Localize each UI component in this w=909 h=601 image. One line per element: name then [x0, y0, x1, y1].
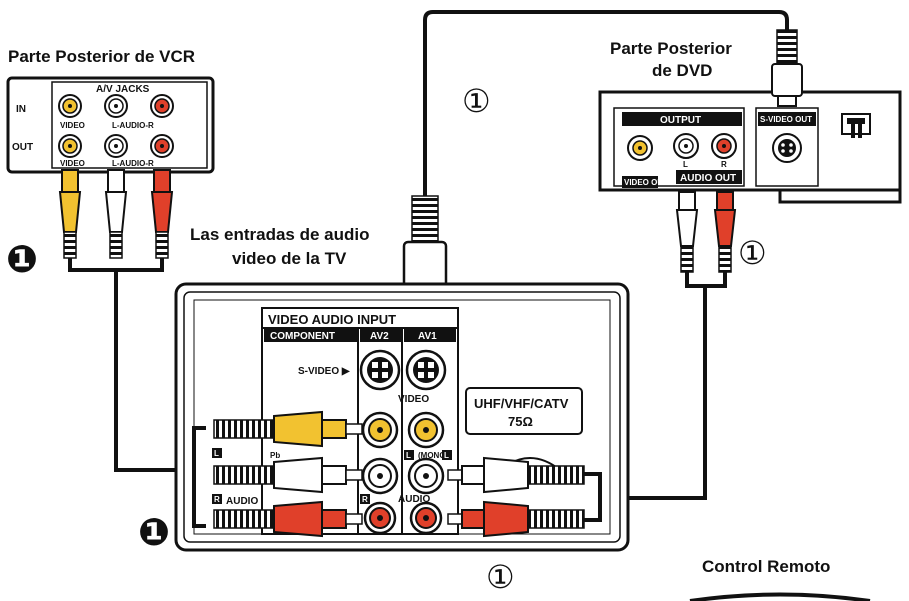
tv-left-plugs — [192, 410, 363, 538]
tv-antenna-line2: 75Ω — [508, 414, 533, 429]
tv-audio-r-av2-jack — [363, 501, 397, 535]
tv-mono-label: (MONO) — [418, 451, 449, 460]
dvd-panel: Parte Posterior de DVD OUTPUT VIDEO OUT … — [598, 39, 902, 204]
tv-component-label: COMPONENT — [270, 331, 335, 342]
tv-l-label: L — [444, 451, 449, 460]
vcr-in-video-label: VIDEO — [60, 121, 85, 130]
tv-caption-line1: Las entradas de audio — [190, 225, 370, 244]
tv-component-audio-label: AUDIO — [226, 496, 258, 507]
tv-audio-label: AUDIO — [398, 494, 430, 505]
vcr-panel-header: A/V JACKS — [96, 84, 150, 95]
vcr-row-in: IN — [16, 104, 26, 115]
tv-caption-line2: video de la TV — [232, 249, 347, 268]
svideo-cable — [423, 10, 789, 200]
step-marker-tv-right: ① — [486, 558, 515, 596]
vcr-cable-plugs — [58, 169, 174, 272]
vcr-in-audio-label: L-AUDIO-R — [112, 121, 154, 130]
tv-video-av2-jack — [361, 411, 399, 449]
dvd-audio-r-jack — [711, 133, 737, 159]
vcr-title: Parte Posterior de VCR — [8, 47, 195, 66]
tv-antenna-line1: UHF/VHF/CATV — [474, 396, 569, 411]
dvd-video-out-jack — [627, 135, 653, 161]
tv-audio-r-av1-jack — [409, 501, 443, 535]
dvd-audio-to-tv-cable — [600, 286, 707, 500]
tv-av2-label: AV2 — [370, 331, 389, 342]
vcr-in-audio-l-jack — [104, 94, 128, 118]
dvd-audio-plugs — [675, 191, 737, 288]
dvd-power-socket — [841, 113, 871, 138]
dvd-output-header: OUTPUT — [660, 115, 701, 126]
step-marker-svideo: ① — [462, 82, 491, 120]
vcr-in-video-jack — [58, 94, 82, 118]
step-marker-dvd-audio: ① — [738, 234, 767, 272]
vcr-row-out: OUT — [12, 142, 33, 153]
dvd-video-out-label: VIDEO OUT — [624, 178, 668, 187]
tv-pb-label: Pb — [270, 451, 280, 460]
dvd-svideo-jack — [772, 133, 802, 163]
vcr-in-audio-r-jack — [150, 94, 174, 118]
dvd-audio-l-jack — [673, 133, 699, 159]
remote-title: Control Remoto — [702, 557, 830, 576]
dvd-l-label: L — [683, 160, 688, 169]
vcr-out-video-label: VIDEO — [60, 159, 85, 168]
dvd-title-line1: Parte Posterior — [610, 39, 732, 58]
tv-video-av1-jack — [407, 411, 445, 449]
tv-svideo-label: S-VIDEO ▶ — [298, 366, 351, 377]
vcr-out-audio-label: L-AUDIO-R — [112, 159, 154, 168]
tv-av1-label: AV1 — [418, 331, 437, 342]
tv-component-r-label: R — [214, 495, 220, 504]
dvd-title-line2: de DVD — [652, 61, 712, 80]
tv-audio-l-av1-jack — [407, 457, 445, 495]
tv-right-plugs — [447, 456, 602, 538]
vcr-out-audio-l-jack — [104, 134, 128, 158]
dvd-svideo-out-label: S-VIDEO OUT — [760, 115, 812, 124]
tv-svideo-av1-jack — [405, 349, 447, 391]
vcr-panel: Parte Posterior de VCR A/V JACKS IN OUT … — [6, 47, 215, 174]
remote-outline — [689, 592, 871, 601]
tv-input-header: VIDEO AUDIO INPUT — [268, 312, 396, 327]
tv-svideo-av2-jack — [359, 349, 401, 391]
tv-audio-l-av2-jack — [361, 457, 399, 495]
tv-av1-l-label: L — [406, 451, 411, 460]
tv-av2-r-label: R — [362, 495, 368, 504]
dvd-r-label: R — [721, 160, 727, 169]
vcr-out-video-jack — [58, 134, 82, 158]
svideo-plug-dvd — [771, 29, 803, 107]
step-marker-tv-left: ❶ — [138, 510, 170, 554]
step-marker-vcr: ❶ — [6, 237, 38, 281]
vcr-out-audio-r-jack — [150, 134, 174, 158]
tv-component-l-label: L — [214, 449, 219, 458]
dvd-audio-out-label: AUDIO OUT — [680, 173, 736, 184]
tv-video-label: VIDEO — [398, 394, 429, 405]
